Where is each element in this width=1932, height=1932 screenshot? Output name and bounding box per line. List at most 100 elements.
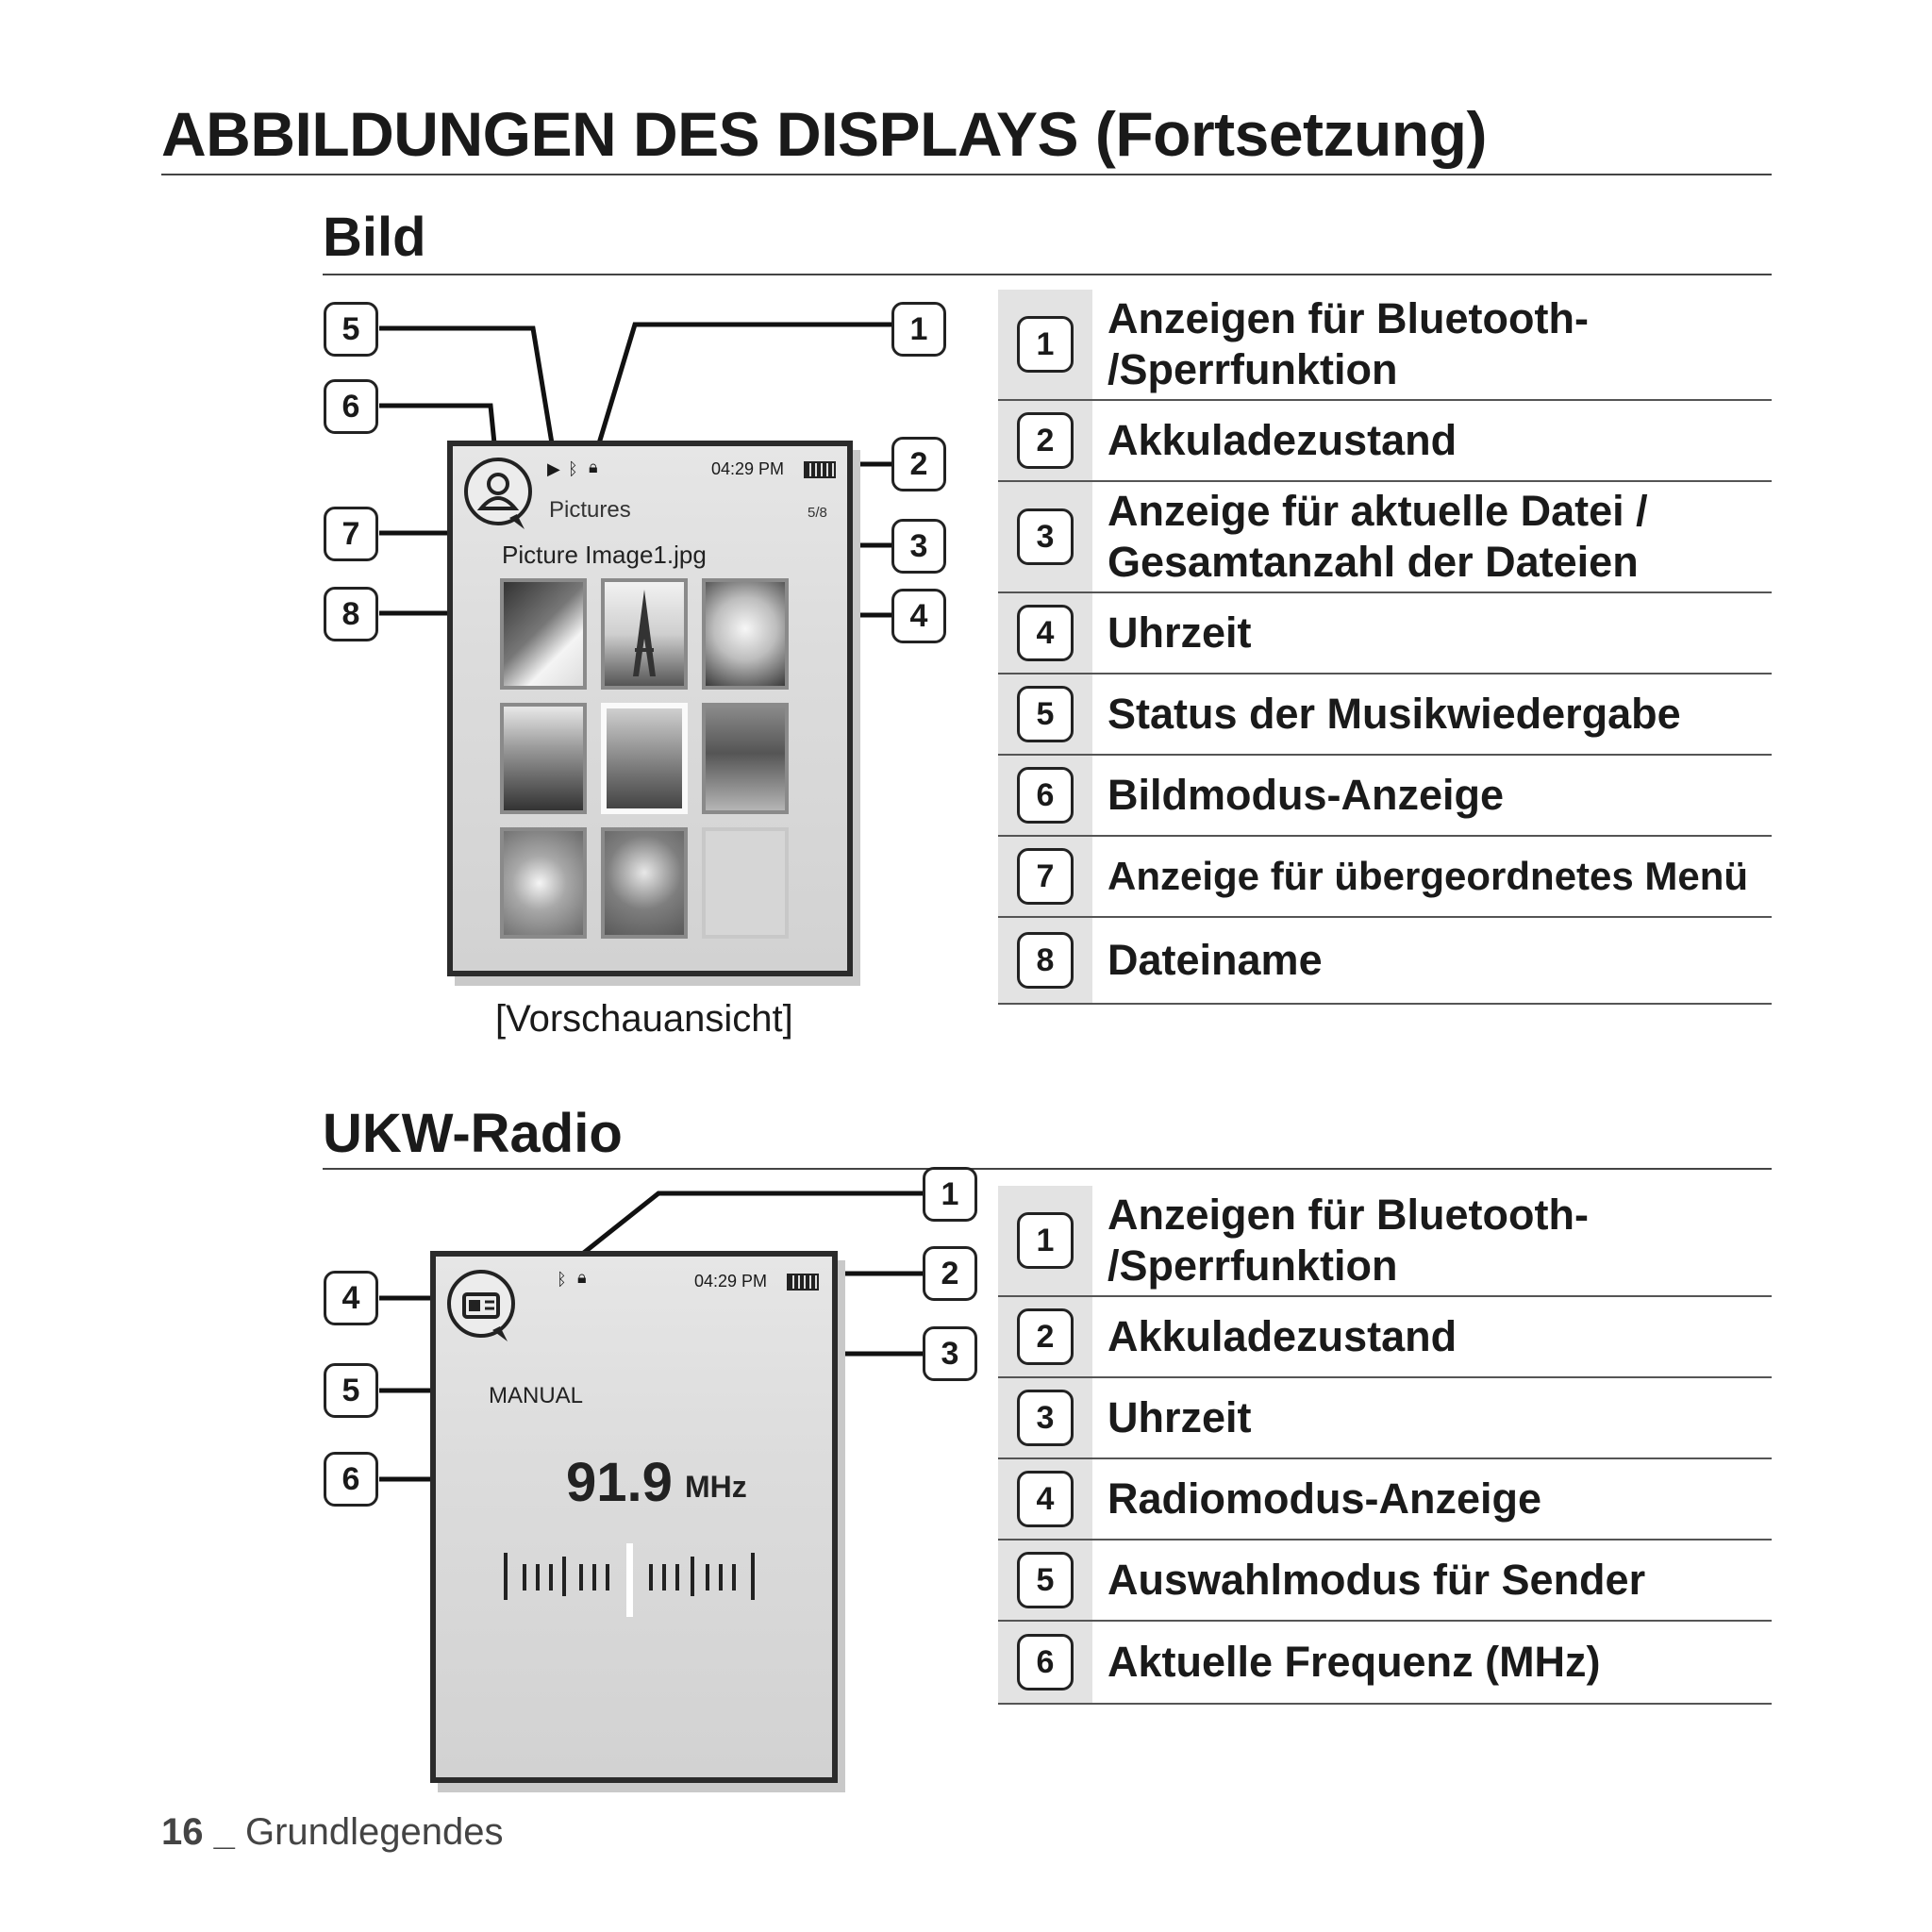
legend-number: 5 [1017, 1552, 1074, 1608]
legend-row: 4 Radiomodus-Anzeige [998, 1459, 1772, 1541]
legend-number: 1 [1017, 1212, 1074, 1269]
play-status-icon: ▶ [547, 459, 560, 478]
page-footer: 16 _ Grundlegendes [161, 1811, 504, 1854]
radio-section-title: UKW-Radio [323, 1103, 623, 1164]
radio-callout-5: 5 [324, 1363, 378, 1418]
picture-time: 04:29 PM [711, 459, 785, 478]
legend-row: 5 Status der Musikwiedergabe [998, 675, 1772, 756]
legend-text: Auswahlmodus für Sender [1108, 1556, 1646, 1604]
legend-number: 5 [1017, 686, 1074, 742]
radio-frequency: 91.9 [566, 1452, 673, 1513]
radio-callout-4: 4 [324, 1271, 378, 1325]
tower-icon [633, 590, 656, 676]
picture-screen: ▶ ᛒ 🔒︎ 04:29 PM Pictures 5/8 Picture Ima… [447, 441, 853, 976]
radio-mode-label: MANUAL [489, 1383, 584, 1408]
legend-row: 7 Anzeige für übergeordnetes Menü [998, 837, 1772, 918]
legend-row: 5 Auswahlmodus für Sender [998, 1541, 1772, 1622]
legend-row: 3 Anzeige für aktuelle Datei / Gesamtanz… [998, 482, 1772, 593]
legend-text: Anzeige für übergeordnetes Menü [1108, 854, 1749, 898]
legend-text: Status der Musikwiedergabe [1108, 690, 1681, 738]
bluetooth-icon: ᛒ [568, 459, 578, 478]
battery-icon [804, 461, 836, 478]
legend-text: Aktuelle Frequenz (MHz) [1108, 1638, 1601, 1686]
legend-row: 6 Bildmodus-Anzeige [998, 756, 1772, 837]
legend-row: 2 Akkuladezustand [998, 1297, 1772, 1378]
thumbnail-4[interactable] [500, 703, 587, 814]
legend-text: Bildmodus-Anzeige [1108, 771, 1505, 819]
lock-icon: 🔒︎ [577, 1268, 587, 1287]
thumbnail-3[interactable] [702, 578, 789, 690]
picture-legend: 1 Anzeigen für Bluetooth- /Sperrfunktion… [998, 290, 1772, 1005]
legend-text: Anzeige für aktuelle Datei / Gesamtanzah… [1108, 487, 1648, 586]
legend-text: Anzeigen für Bluetooth- /Sperrfunktion [1108, 1191, 1589, 1290]
picture-file-count: 5/8 [808, 505, 827, 521]
picture-file-name: Picture Image1.jpg [502, 541, 707, 569]
legend-number: 2 [1017, 1308, 1074, 1365]
tuning-indicator [626, 1543, 633, 1617]
legend-row: 4 Uhrzeit [998, 593, 1772, 675]
radio-callout-3: 3 [923, 1326, 977, 1381]
thumbnail-5-selected[interactable] [601, 703, 688, 814]
bluetooth-icon: ᛒ [557, 1270, 567, 1289]
picture-mode-icon [464, 458, 532, 529]
legend-text: Radiomodus-Anzeige [1108, 1474, 1542, 1523]
radio-callout-2: 2 [923, 1246, 977, 1301]
legend-number: 4 [1017, 605, 1074, 661]
radio-time: 04:29 PM [694, 1272, 768, 1291]
thumbnail-7[interactable] [500, 827, 587, 939]
legend-number: 2 [1017, 412, 1074, 469]
lock-icon: 🔒︎ [589, 458, 598, 476]
thumbnail-2[interactable] [601, 578, 688, 690]
legend-number: 3 [1017, 1390, 1074, 1446]
legend-row: 1 Anzeigen für Bluetooth- /Sperrfunktion [998, 290, 1772, 401]
legend-number: 6 [1017, 1634, 1074, 1690]
picture-callout-5: 5 [324, 302, 378, 357]
radio-screen: ᛒ 🔒︎ 04:29 PM MANUAL 91.9 MHz [430, 1251, 838, 1783]
picture-callout-6: 6 [324, 379, 378, 434]
footer-section: Grundlegendes [244, 1811, 504, 1853]
radio-frequency-unit: MHz [685, 1470, 747, 1504]
legend-number: 3 [1017, 508, 1074, 565]
tuning-scale [504, 1543, 755, 1617]
title-rule [161, 174, 1772, 175]
picture-caption: [Vorschauansicht] [495, 998, 793, 1040]
legend-number: 8 [1017, 932, 1074, 989]
picture-section-title: Bild [323, 207, 426, 268]
legend-number: 7 [1017, 848, 1074, 905]
footer-separator: _ [203, 1811, 245, 1853]
radio-legend: 1 Anzeigen für Bluetooth- /Sperrfunktion… [998, 1186, 1772, 1705]
picture-callout-8: 8 [324, 587, 378, 641]
legend-text: Akkuladezustand [1108, 1312, 1457, 1360]
battery-icon [787, 1274, 819, 1291]
picture-callout-2: 2 [891, 437, 946, 491]
picture-section-rule [323, 274, 1772, 275]
legend-number: 6 [1017, 767, 1074, 824]
radio-mode-icon [447, 1270, 515, 1341]
page-number: 16 [161, 1811, 204, 1853]
radio-callout-1: 1 [923, 1167, 977, 1222]
page-title: ABBILDUNGEN DES DISPLAYS (Fortsetzung) [161, 99, 1487, 169]
legend-number: 4 [1017, 1471, 1074, 1527]
radio-callout-6: 6 [324, 1452, 378, 1507]
picture-callout-7: 7 [324, 507, 378, 561]
legend-row: 8 Dateiname [998, 918, 1772, 1005]
legend-row: 1 Anzeigen für Bluetooth- /Sperrfunktion [998, 1186, 1772, 1297]
thumbnail-8[interactable] [601, 827, 688, 939]
legend-row: 6 Aktuelle Frequenz (MHz) [998, 1622, 1772, 1705]
legend-row: 3 Uhrzeit [998, 1378, 1772, 1459]
legend-text: Akkuladezustand [1108, 416, 1457, 464]
legend-number: 1 [1017, 316, 1074, 373]
picture-callout-4: 4 [891, 589, 946, 643]
thumbnail-empty [702, 827, 789, 939]
legend-text: Uhrzeit [1108, 608, 1252, 657]
radio-section-rule [323, 1168, 1772, 1170]
legend-text: Dateiname [1108, 936, 1323, 984]
legend-text: Anzeigen für Bluetooth- /Sperrfunktion [1108, 294, 1589, 393]
thumbnail-6[interactable] [702, 703, 789, 814]
picture-folder-label: Pictures [549, 497, 631, 523]
picture-callout-3: 3 [891, 519, 946, 574]
legend-text: Uhrzeit [1108, 1393, 1252, 1441]
thumbnail-1[interactable] [500, 578, 587, 690]
legend-row: 2 Akkuladezustand [998, 401, 1772, 482]
picture-callout-1: 1 [891, 302, 946, 357]
